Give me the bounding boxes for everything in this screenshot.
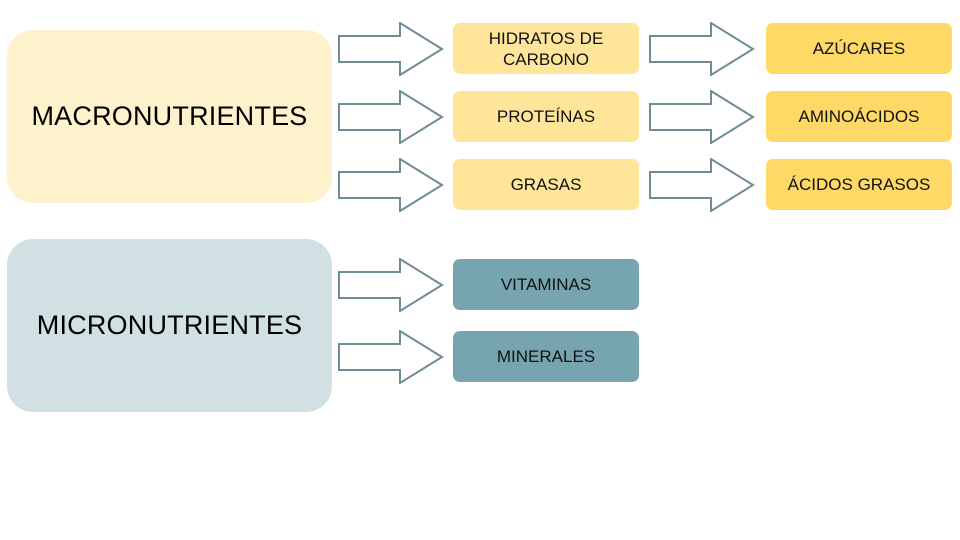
macronutrientes-label: MACRONUTRIENTES <box>31 101 308 131</box>
azucares-box: AZÚCARES <box>766 23 952 74</box>
hidratos-de-carbono-label: HIDRATOS DE CARBONO <box>488 28 604 69</box>
proteinas-box: PROTEÍNAS <box>453 91 639 142</box>
minerales-label: MINERALES <box>496 347 596 366</box>
acidos-grasos-label: ÁCIDOS GRASOS <box>787 175 931 194</box>
vitaminas-label: VITAMINAS <box>500 275 592 294</box>
aminoacidos-box: AMINOÁCIDOS <box>766 91 952 142</box>
aminoacidos-label: AMINOÁCIDOS <box>798 107 920 126</box>
proteinas-label: PROTEÍNAS <box>496 107 596 126</box>
minerales-box: MINERALES <box>453 331 639 382</box>
right-arrow-icon <box>649 22 755 76</box>
micronutrientes-box: MICRONUTRIENTES <box>7 239 332 412</box>
acidos-grasos-box: ÁCIDOS GRASOS <box>766 159 952 210</box>
macronutrientes-box: MACRONUTRIENTES <box>7 30 332 203</box>
grasas-box: GRASAS <box>453 159 639 210</box>
right-arrow-icon <box>338 158 444 212</box>
right-arrow-icon <box>338 22 444 76</box>
right-arrow-icon <box>338 90 444 144</box>
vitaminas-box: VITAMINAS <box>453 259 639 310</box>
right-arrow-icon <box>338 258 444 312</box>
right-arrow-icon <box>649 90 755 144</box>
hidratos-de-carbono-box: HIDRATOS DE CARBONO <box>453 23 639 74</box>
azucares-label: AZÚCARES <box>812 39 906 58</box>
right-arrow-icon <box>338 330 444 384</box>
right-arrow-icon <box>649 158 755 212</box>
micronutrientes-label: MICRONUTRIENTES <box>36 310 303 340</box>
grasas-label: GRASAS <box>510 175 582 194</box>
